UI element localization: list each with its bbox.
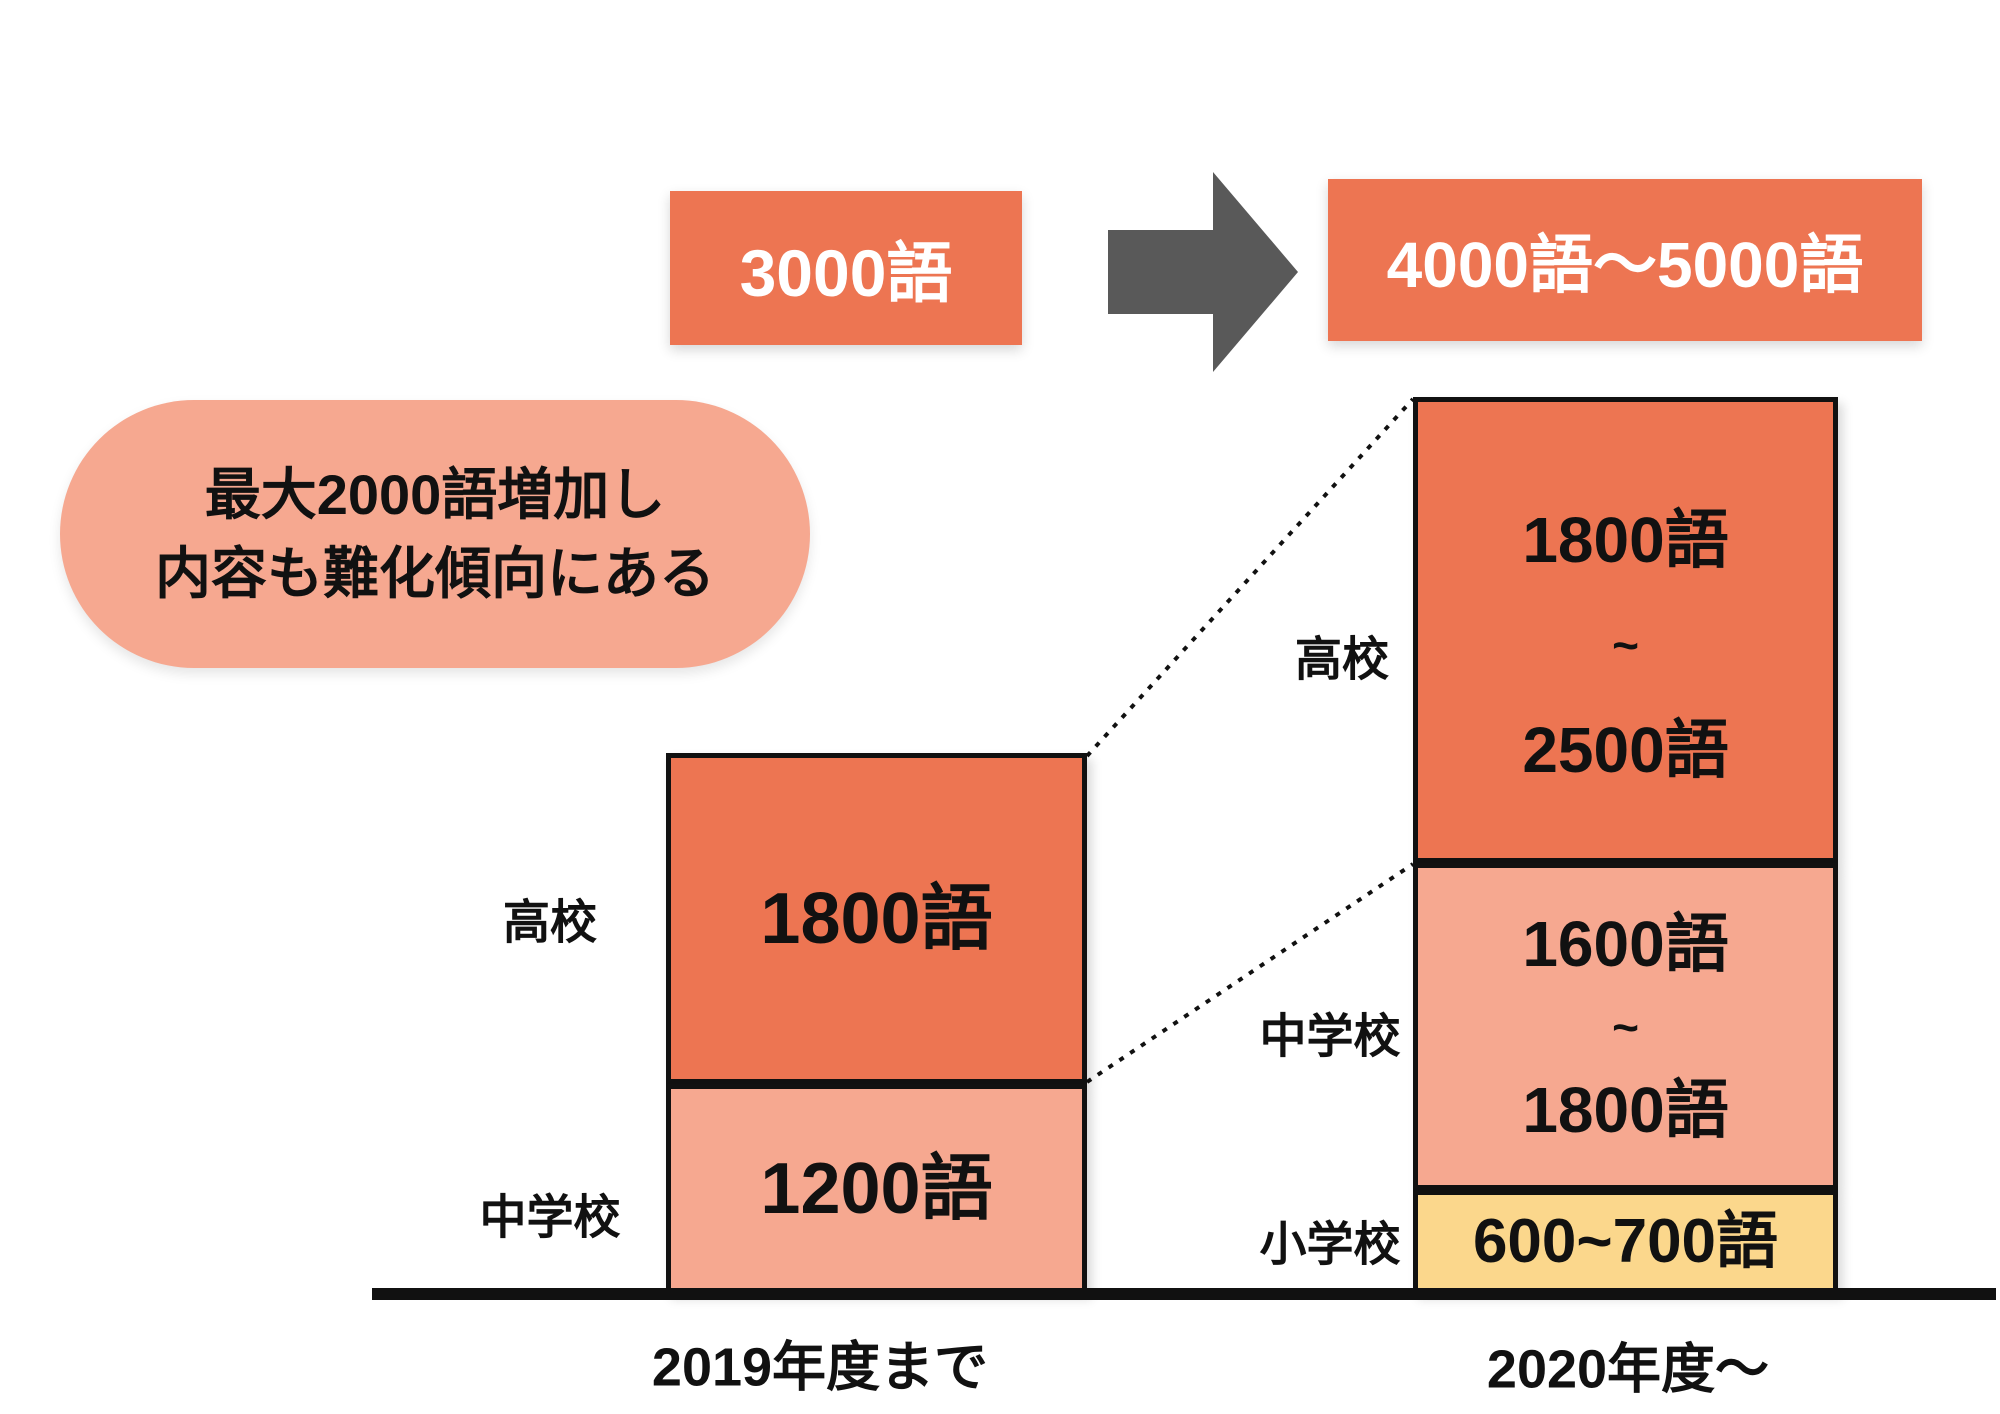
axis-label-2020: 2020年度〜 xyxy=(1486,1339,1770,1400)
label-2019-chuugakkou: 中学校 xyxy=(479,1190,621,1244)
bar-2020-segment-chuugakkou: 1600語 ~ 1800語 xyxy=(1413,863,1838,1190)
segment-value-line: 2500語 xyxy=(1522,714,1729,786)
axis-label-2019: 2019年度まで xyxy=(651,1337,989,1398)
x-axis-baseline xyxy=(372,1288,1996,1300)
tilde-separator: ~ xyxy=(1612,619,1639,671)
label-2019-koukou: 高校 xyxy=(503,895,597,949)
segment-value: 1200語 xyxy=(760,1148,993,1229)
tilde-separator: ~ xyxy=(1612,1000,1639,1053)
label-2020-chuugakkou: 中学校 xyxy=(1259,1009,1401,1063)
total-before-label: 3000語 xyxy=(739,236,953,310)
total-after-box: 4000語〜5000語 xyxy=(1328,179,1922,341)
segment-value-line: 1600語 xyxy=(1522,907,1729,980)
segment-value-lines: 1800語 ~ 2500語 xyxy=(1522,478,1728,782)
segment-value: 600~700語 xyxy=(1472,1206,1779,1276)
segment-value-line: 1800語 xyxy=(1522,1073,1729,1146)
bar-2019-segment-koukou: 1800語 xyxy=(666,753,1087,1084)
segment-value-line: 1800語 xyxy=(1522,504,1729,576)
callout-line-2: 内容も難化傾向にある xyxy=(155,542,715,605)
dotted-connector-middle-icon xyxy=(1085,862,1415,1084)
right-arrow-icon xyxy=(1108,172,1298,372)
callout-bubble: 最大2000語増加し 内容も難化傾向にある xyxy=(60,400,810,668)
label-2020-shougakkou: 小学校 xyxy=(1259,1217,1401,1271)
callout-line-1: 最大2000語増加し xyxy=(204,462,666,526)
segment-value-lines: 1600語 ~ 1800語 xyxy=(1522,912,1728,1142)
bar-2020-segment-shougakkou: 600~700語 xyxy=(1413,1190,1838,1293)
bar-2020-segment-koukou: 1800語 ~ 2500語 xyxy=(1413,397,1838,863)
label-2020-koukou: 高校 xyxy=(1295,632,1389,686)
total-before-box: 3000語 xyxy=(670,191,1022,345)
segment-value: 1800語 xyxy=(760,878,993,959)
total-after-label: 4000語〜5000語 xyxy=(1386,229,1864,301)
dotted-connector-top-icon xyxy=(1085,397,1415,758)
bar-2019-segment-chuugakkou: 1200語 xyxy=(666,1084,1087,1293)
